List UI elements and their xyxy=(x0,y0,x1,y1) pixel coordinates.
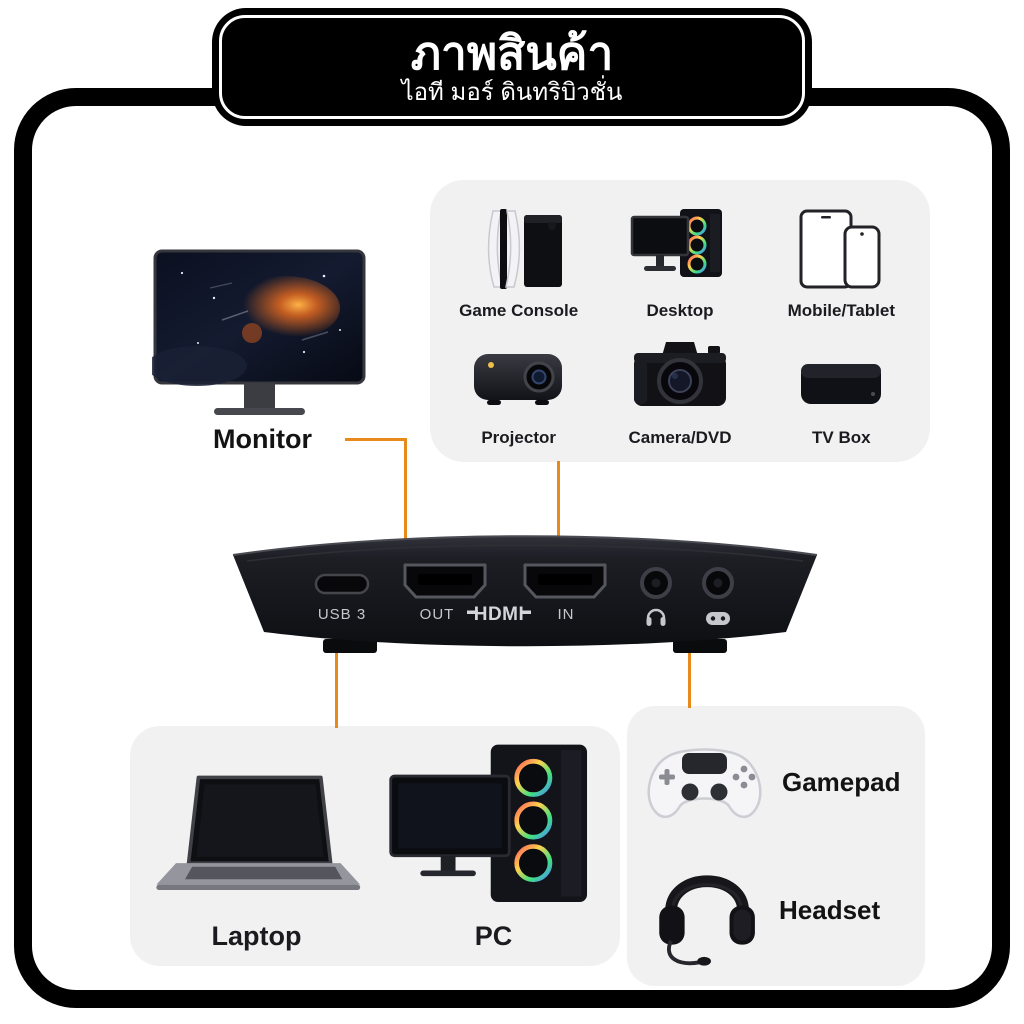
desktop-icon xyxy=(630,209,722,277)
connector-jack-vertical xyxy=(688,653,691,708)
capture-card-device: USB 3 OUT HDMI IN xyxy=(205,515,845,678)
source-item-projector: Projector xyxy=(438,321,599,448)
hdmi-out-port xyxy=(403,563,487,599)
computers-item-laptop: Laptop xyxy=(138,736,375,952)
gamepad-controller-icon xyxy=(647,747,762,818)
projector-icon xyxy=(473,354,562,405)
gamepad-label: Gamepad xyxy=(782,766,901,797)
hdmi-logo: HDMI xyxy=(474,604,525,625)
source-label-mobile-tablet: Mobile/Tablet xyxy=(787,301,895,320)
hdmi-out-label: OUT xyxy=(420,606,455,623)
source-item-camera-dvd: Camera/DVD xyxy=(599,321,760,448)
accessories-card: Gamepad Headset xyxy=(627,706,925,986)
laptop-icon xyxy=(156,775,361,890)
game-console-icon xyxy=(487,209,562,289)
source-item-game-console: Game Console xyxy=(438,194,599,321)
monitor-icon xyxy=(147,249,366,415)
pc-icon xyxy=(389,744,588,903)
connector-monitor-horizontal xyxy=(345,438,407,441)
source-label-tv-box: TV Box xyxy=(812,428,871,447)
computers-card: Laptop PC xyxy=(130,726,620,966)
source-item-mobile-tablet: Mobile/Tablet xyxy=(761,194,922,321)
source-label-desktop: Desktop xyxy=(646,301,714,320)
connector-monitor-vertical xyxy=(404,438,407,552)
hdmi-in-label: IN xyxy=(558,606,575,623)
connector-usb-vertical xyxy=(335,651,338,728)
hdmi-in-port xyxy=(523,563,607,599)
pc-label: PC xyxy=(474,921,513,951)
headphone-jack xyxy=(640,567,672,599)
connector-sources-vertical xyxy=(557,461,560,553)
page-title: ภาพสินค้า xyxy=(410,26,614,79)
source-label-camera-dvd: Camera/DVD xyxy=(628,428,732,447)
laptop-label: Laptop xyxy=(211,921,302,951)
monitor-label: Monitor xyxy=(213,424,312,454)
accessory-item-headset: Headset xyxy=(637,846,915,974)
title-banner-border: ภาพสินค้า ไอที มอร์ ดินทริบิวชั่น xyxy=(219,15,805,119)
gamepad-icon xyxy=(706,612,730,625)
monitor-image xyxy=(147,248,367,425)
tv-box-icon xyxy=(801,364,882,404)
source-label-projector: Projector xyxy=(481,428,556,447)
usb-c-port xyxy=(314,573,370,595)
accessory-item-gamepad: Gamepad xyxy=(637,718,915,846)
headset-icon xyxy=(659,875,755,966)
source-label-game-console: Game Console xyxy=(459,301,579,320)
page-subtitle: ไอที มอร์ ดินทริบิวชั่น xyxy=(401,78,623,106)
mobile-tablet-icon xyxy=(799,209,881,289)
title-banner: ภาพสินค้า ไอที มอร์ ดินทริบิวชั่น xyxy=(212,8,812,126)
source-item-tv-box: TV Box xyxy=(761,321,922,448)
capture-card-icon: USB 3 OUT HDMI IN xyxy=(232,535,818,653)
computers-item-pc: PC xyxy=(375,736,612,952)
source-item-desktop: Desktop xyxy=(599,194,760,321)
camera-dvd-icon xyxy=(633,342,726,406)
gamepad-jack xyxy=(702,567,734,599)
usb-port-label: USB 3 xyxy=(318,606,366,623)
headphone-icon xyxy=(646,608,666,626)
headset-label: Headset xyxy=(779,894,881,925)
sources-card: Game Console Desktop xyxy=(430,180,930,462)
